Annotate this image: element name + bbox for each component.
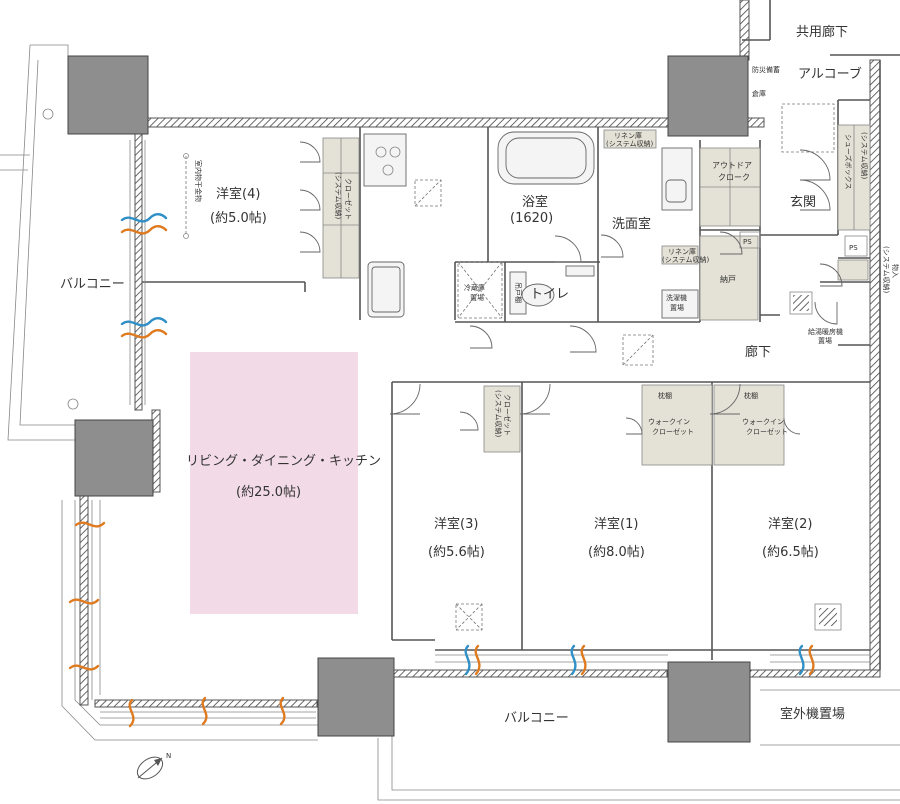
room-western3-name: 洋室(3) <box>434 516 478 532</box>
label-closet3-2: (システム収納) <box>494 390 503 438</box>
label-storage-1: 物入 <box>891 264 900 278</box>
label-linen-top-2: (システム収納) <box>606 139 654 148</box>
storage-units <box>322 124 871 466</box>
label-balcony-left: バルコニー <box>60 277 125 292</box>
label-walkin1-1: ウォークイン <box>648 418 690 426</box>
room-ldk-name: リビング・ダイニング・キッチン <box>186 454 381 469</box>
label-alcove: アルコーブ <box>798 66 862 82</box>
label-fridge-1: 冷蔵庫 <box>464 283 485 292</box>
compass-icon: N <box>136 752 171 780</box>
outdoor-cloak-1: アウトドア <box>712 161 752 170</box>
door-swings <box>299 141 843 435</box>
room-western4-size: (約5.0帖) <box>210 211 267 226</box>
windows <box>91 140 870 719</box>
label-shoes-1: シューズボックス <box>844 134 853 189</box>
room-western4-name: 洋室(4) <box>216 186 260 202</box>
svg-text:N: N <box>166 752 171 760</box>
room-bath-size: (1620) <box>510 211 553 226</box>
label-fridge-2: 置場 <box>470 293 484 302</box>
vertical-labels: 室内物干金物 クローゼット (システム収納) クローゼット (システム収納) シ… <box>194 132 900 438</box>
label-linen-mid-1: リネン庫 <box>668 247 696 256</box>
room-bath-name: 浴室 <box>522 194 548 210</box>
label-disaster-2: 倉庫 <box>752 89 766 98</box>
label-disaster-1: 防災備蓄 <box>752 65 780 74</box>
room-pantry: 納戸 <box>720 274 736 284</box>
room-entrance: 玄関 <box>790 195 816 210</box>
room-labels: 洋室(4) (約5.0帖) リビング・ダイニング・キッチン (約25.0帖) 洋… <box>60 24 862 726</box>
ventilation-arrows <box>68 213 815 728</box>
label-linen-mid-2: (システム収納) <box>662 255 710 264</box>
label-closet4-1: クローゼット <box>344 178 353 220</box>
label-walkin1-2: クローゼット <box>652 427 694 436</box>
label-pillow-shelf-2: 枕棚 <box>744 391 758 400</box>
label-linen-top-1: リネン庫 <box>614 131 642 140</box>
room-ldk-size: (約25.0帖) <box>236 485 301 500</box>
room-hallway: 廊下 <box>745 344 771 360</box>
label-shoes-2: (システム収納) <box>860 132 869 180</box>
ldk-area <box>190 352 358 614</box>
label-closet4-2: (システム収納) <box>334 172 343 220</box>
label-walkin2-1: ウォークイン <box>742 418 784 426</box>
room-western1-name: 洋室(1) <box>594 516 638 532</box>
label-closet3-1: クローゼット <box>503 394 512 436</box>
room-western3-size: (約5.6帖) <box>428 545 485 560</box>
room-western2-size: (約6.5帖) <box>762 545 819 560</box>
label-balcony-bottom: バルコニー <box>504 711 569 726</box>
label-ps1: PS <box>743 238 752 246</box>
label-outdoor-unit: 室外機置場 <box>780 706 845 722</box>
structural-columns <box>67 55 751 743</box>
room-western2-name: 洋室(2) <box>768 516 812 532</box>
label-water-heater-1: 給湯暖房機 <box>808 327 843 336</box>
interior-walls <box>142 100 870 660</box>
label-common-corridor: 共用廊下 <box>796 24 848 40</box>
exterior-walls <box>79 0 900 708</box>
label-walkin2-2: クローゼット <box>746 427 788 436</box>
room-toilet: トイレ <box>530 287 569 302</box>
label-ps2: PS <box>849 244 858 252</box>
room-western1-size: (約8.0帖) <box>588 545 645 560</box>
label-laundry-2: 置場 <box>670 303 684 312</box>
fixtures <box>183 103 868 631</box>
label-storage-2: (システム収納) <box>882 246 891 294</box>
label-shelf-toilet: 吊戸棚 <box>514 282 523 303</box>
label-indoor-dry: 室内物干金物 <box>194 160 203 202</box>
outdoor-cloak-2: クローク <box>718 173 750 182</box>
label-laundry-1: 洗濯機 <box>666 293 687 302</box>
room-washroom: 洗面室 <box>612 216 651 232</box>
label-water-heater-2: 置場 <box>818 336 832 345</box>
label-pillow-shelf-1: 枕棚 <box>658 391 672 400</box>
